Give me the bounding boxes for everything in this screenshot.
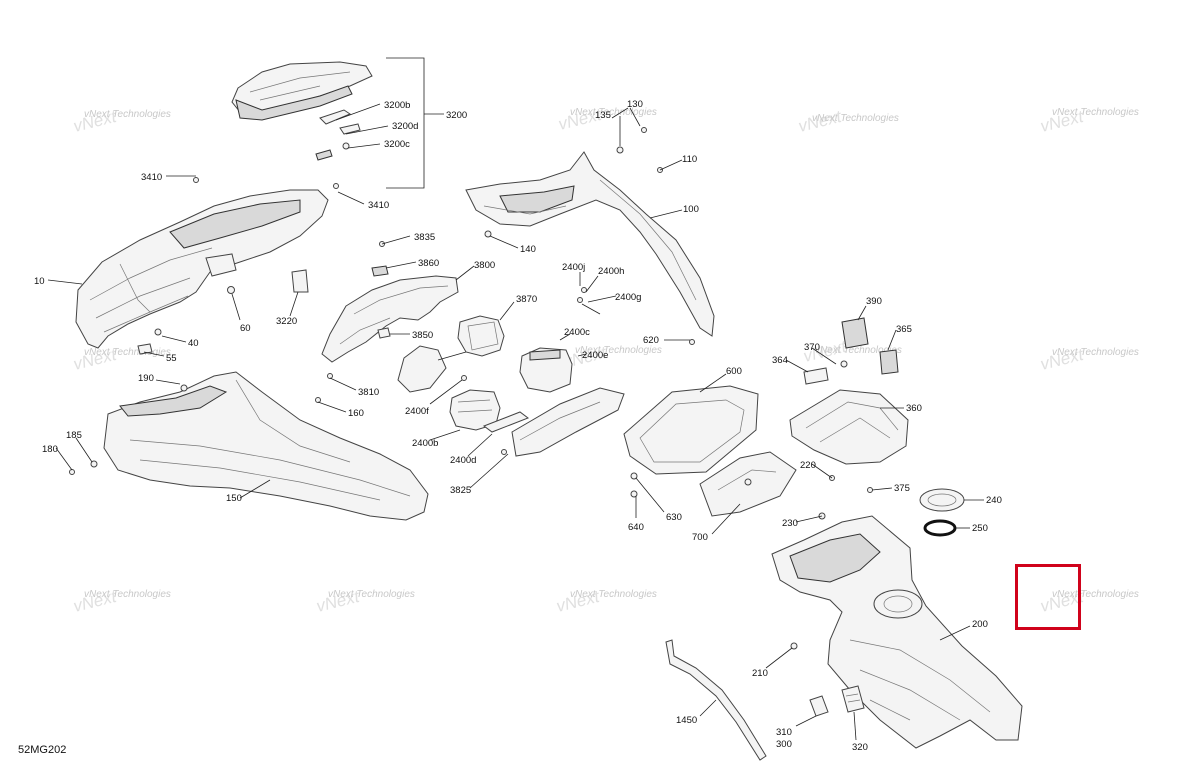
callout-3850: 3850 — [412, 330, 433, 341]
callout-3870: 3870 — [516, 294, 537, 305]
callout-364: 364 — [772, 355, 788, 366]
part-3870-headlight — [397, 315, 505, 393]
callout-3220: 3220 — [276, 316, 297, 327]
callout-130: 130 — [627, 99, 643, 110]
part-360-console — [789, 317, 909, 493]
svg-text:vNext Technologies: vNext Technologies — [570, 589, 657, 600]
svg-text:vNext Technologies: vNext Technologies — [1052, 107, 1139, 118]
callout-310: 310 — [776, 727, 792, 738]
part-3200-cover — [231, 61, 373, 161]
callout-2400g: 2400g — [615, 292, 641, 303]
callout-160: 160 — [348, 408, 364, 419]
callout-300: 300 — [776, 739, 792, 750]
callout-370: 370 — [804, 342, 820, 353]
callout-40: 40 — [188, 338, 199, 349]
diagram-code: 52MG202 — [18, 744, 67, 756]
callout-135: 135 — [595, 110, 611, 121]
callout-3200d: 3200d — [392, 121, 418, 132]
callout-1450: 1450 — [676, 715, 697, 726]
part-150-side-panel — [69, 371, 429, 521]
callout-150: 150 — [226, 493, 242, 504]
callout-10: 10 — [34, 276, 45, 287]
part-3800-bracket — [315, 241, 459, 403]
selection-highlight-box — [1015, 564, 1081, 630]
svg-text:vNext Technologies: vNext Technologies — [1052, 347, 1139, 358]
callout-3200: 3200 — [446, 110, 467, 121]
callout-3410-b: 3410 — [368, 200, 389, 211]
callout-55: 55 — [166, 353, 177, 364]
callout-320: 320 — [852, 742, 868, 753]
callout-700: 700 — [692, 532, 708, 543]
svg-text:vNext Technologies: vNext Technologies — [84, 109, 171, 120]
part-240-ring — [919, 488, 965, 537]
callout-620: 620 — [643, 335, 659, 346]
callout-600: 600 — [726, 366, 742, 377]
callout-labels: 10 40 55 60 3220 3410 3410 3200 3200b 32… — [34, 99, 1002, 753]
callout-200: 200 — [972, 619, 988, 630]
callout-365: 365 — [896, 324, 912, 335]
part-600-tray — [623, 339, 797, 517]
callout-3410-a: 3410 — [141, 172, 162, 183]
part-10-front-shroud — [75, 177, 339, 355]
callout-2400b: 2400b — [412, 438, 438, 449]
callout-220: 220 — [800, 460, 816, 471]
svg-text:vNext Technologies: vNext Technologies — [570, 107, 657, 118]
callout-3835: 3835 — [414, 232, 435, 243]
part-100-upper-panel — [465, 127, 715, 337]
callout-3200c: 3200c — [384, 139, 410, 150]
callout-180: 180 — [42, 444, 58, 455]
callout-3200b: 3200b — [384, 100, 410, 111]
part-200-main-body — [771, 512, 1023, 749]
callout-230: 230 — [782, 518, 798, 529]
leader-lines — [47, 57, 984, 741]
callout-2400d: 2400d — [450, 455, 476, 466]
callout-210: 210 — [752, 668, 768, 679]
callout-100: 100 — [683, 204, 699, 215]
callout-110: 110 — [682, 154, 697, 165]
callout-185: 185 — [66, 430, 82, 441]
svg-text:vNext Technologies: vNext Technologies — [84, 347, 171, 358]
callout-250: 250 — [972, 523, 988, 534]
svg-text:vNext Technologies: vNext Technologies — [1052, 589, 1139, 600]
callout-375: 375 — [894, 483, 910, 494]
callout-2400c: 2400c — [564, 327, 590, 338]
callout-3800: 3800 — [474, 260, 495, 271]
svg-text:vNext Technologies: vNext Technologies — [84, 589, 171, 600]
callout-2400j: 2400j — [562, 262, 585, 273]
part-1450-strip — [665, 639, 865, 761]
svg-text:vNext Technologies: vNext Technologies — [815, 345, 902, 356]
callout-390: 390 — [866, 296, 882, 307]
callout-190: 190 — [138, 373, 154, 384]
callout-3860: 3860 — [418, 258, 439, 269]
callout-140: 140 — [520, 244, 536, 255]
part-2400-electrical-box — [449, 287, 625, 457]
callout-3825: 3825 — [450, 485, 471, 496]
callout-640: 640 — [628, 522, 644, 533]
callout-630: 630 — [666, 512, 682, 523]
callout-3810: 3810 — [358, 387, 379, 398]
callout-240: 240 — [986, 495, 1002, 506]
svg-text:vNext Technologies: vNext Technologies — [575, 345, 662, 356]
callout-360: 360 — [906, 403, 922, 414]
callout-2400h: 2400h — [598, 266, 624, 277]
callout-60: 60 — [240, 323, 251, 334]
callout-2400f: 2400f — [405, 406, 429, 417]
svg-text:vNext Technologies: vNext Technologies — [812, 113, 899, 124]
svg-text:vNext Technologies: vNext Technologies — [328, 589, 415, 600]
callout-2400e: 2400e — [582, 350, 608, 361]
